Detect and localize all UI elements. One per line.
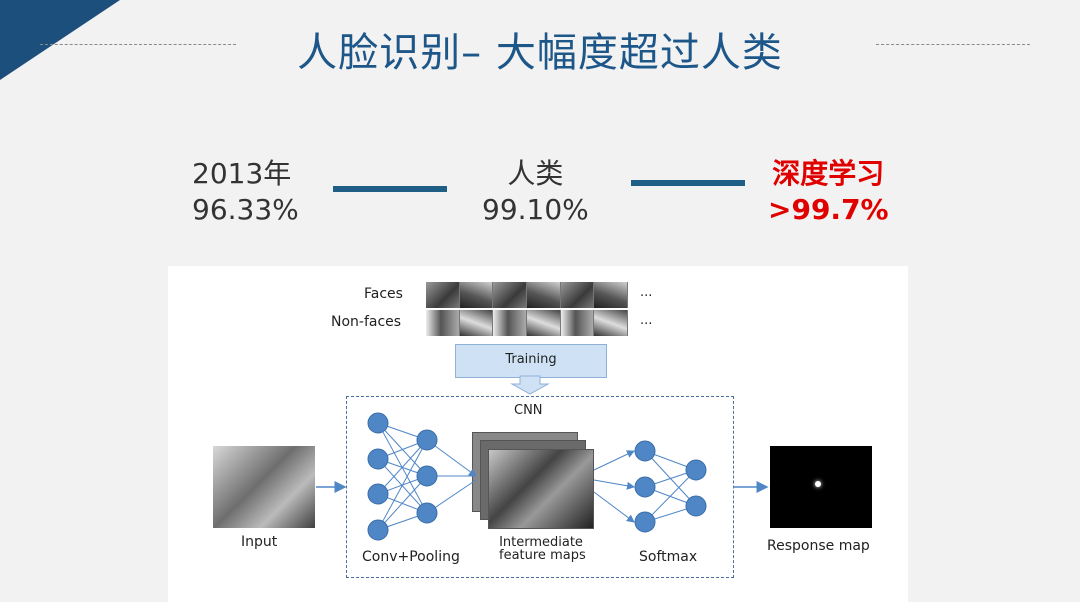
response-spot: [815, 481, 821, 487]
response-map-label: Response map: [767, 538, 870, 554]
training-down-arrow: [510, 375, 550, 395]
faces-ellipsis: ...: [640, 285, 653, 300]
stat-human: 人类 99.10%: [482, 156, 589, 228]
input-label: Input: [241, 534, 278, 550]
faces-image-strip: [426, 282, 629, 308]
nonfaces-image-strip: [426, 310, 629, 336]
connector-bar-right: [631, 180, 745, 186]
softmax-label: Softmax: [639, 549, 698, 565]
nonfaces-ellipsis: ...: [640, 313, 653, 328]
cnn-label: CNN: [514, 403, 543, 418]
stat-dl-label: 深度学习: [772, 157, 885, 190]
corner-decoration: [0, 0, 120, 80]
stat-2013: 2013年 96.33%: [192, 156, 299, 228]
stat-human-value: 99.10%: [482, 193, 589, 226]
connector-bar-left: [333, 186, 447, 192]
stat-dl-value: >99.7%: [768, 193, 889, 226]
intermediate-label: Intermediate feature maps: [499, 535, 586, 563]
intermediate-line1: Intermediate: [499, 535, 583, 550]
nonfaces-label: Non-faces: [331, 314, 402, 330]
stat-deep-learning: 深度学习 >99.7%: [768, 156, 889, 228]
stat-human-label: 人类: [507, 157, 564, 190]
response-map-image: [770, 446, 872, 528]
slide-title: 人脸识别– 大幅度超过人类: [297, 30, 783, 76]
input-image: [213, 446, 315, 528]
stat-2013-value: 96.33%: [192, 193, 299, 226]
training-box: Training: [455, 344, 607, 378]
faces-label: Faces: [364, 286, 403, 302]
intermediate-line2: feature maps: [499, 548, 586, 563]
stat-2013-year: 2013年: [192, 157, 292, 190]
feature-map-front: [488, 449, 594, 529]
title-divider-left: [40, 44, 236, 45]
conv-pooling-label: Conv+Pooling: [362, 549, 460, 565]
training-label: Training: [505, 352, 557, 367]
neuron-nodes: [367, 412, 707, 541]
title-divider-right: [876, 44, 1030, 45]
